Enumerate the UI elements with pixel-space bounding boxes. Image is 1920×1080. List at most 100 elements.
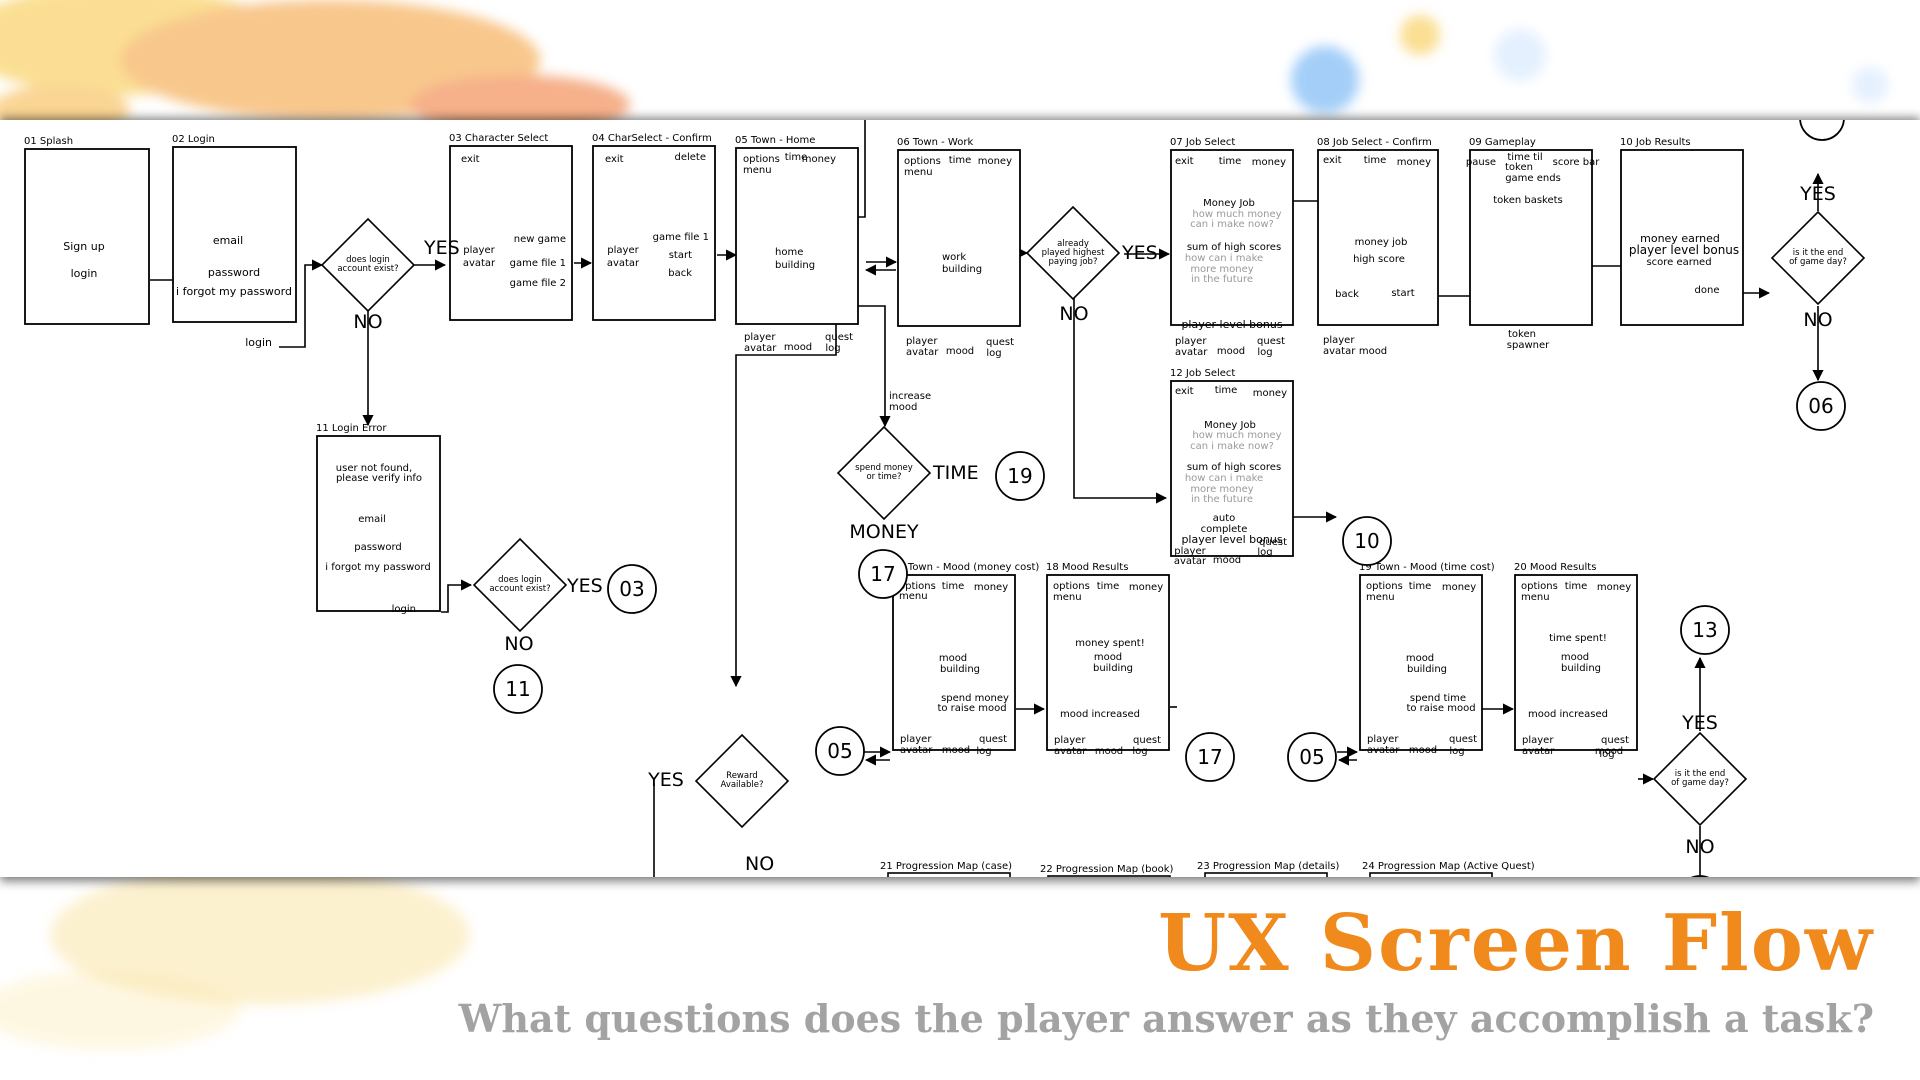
decision-question: of game day?: [1789, 257, 1847, 267]
screen-frame: [24, 148, 150, 325]
screen-title: 18 Mood Results: [1046, 562, 1128, 573]
screen-element-label: menu: [1366, 592, 1395, 603]
screen-element-label: score bar: [1553, 157, 1601, 168]
screen-element-label: in the future: [1191, 274, 1253, 285]
decision-diamond: [320, 217, 416, 313]
screen-element-label: mood: [784, 342, 812, 353]
decision-question: account exist?: [337, 264, 398, 274]
screen-title: 10 Job Results: [1620, 137, 1691, 148]
connector-19: 19: [995, 451, 1045, 501]
decision-yes-label: YES: [1681, 712, 1718, 734]
screen-element-label: log: [825, 343, 840, 354]
screen-element-label: high score: [1353, 254, 1405, 265]
connector-number: 05: [827, 739, 852, 763]
screen-element-label: mood: [939, 653, 967, 664]
progression-map-label: 24 Progression Map (Active Quest): [1362, 861, 1535, 872]
screen-element-label: mood: [1561, 652, 1589, 663]
connector-03: 03: [607, 564, 657, 614]
screen-element-label: player: [906, 336, 938, 347]
screen-frame: [897, 149, 1021, 327]
screen-frame: [1170, 380, 1294, 557]
screen-element-label: money: [1397, 157, 1431, 168]
connector-05: 05: [1287, 732, 1337, 782]
connector-circle: [858, 549, 908, 599]
screen-element-label: money: [974, 582, 1008, 593]
screen-title: 20 Mood Results: [1514, 562, 1596, 573]
screen-element-label: token: [1508, 329, 1536, 340]
screen-element-label: building: [940, 664, 980, 675]
screen-element-label: more money: [1190, 484, 1253, 495]
flow-note: increase: [889, 391, 931, 402]
screen-element-label: log: [1257, 347, 1272, 358]
screen-element-label: spend money: [941, 693, 1009, 704]
screen-element-label: how much money: [1192, 209, 1281, 220]
decision-question: Reward: [726, 771, 758, 781]
screen-frame: [449, 145, 573, 321]
screen-element-label: i forgot my password: [176, 285, 292, 298]
screen-element-label: mood: [1095, 746, 1123, 757]
screen-element-label: mood: [1217, 346, 1245, 357]
progression-map-frame: [1369, 872, 1493, 877]
screen-element-label: avatar: [1175, 347, 1208, 358]
screen-element-label: token baskets: [1493, 195, 1563, 206]
screen-element-label: exit: [1175, 156, 1194, 167]
connector-17: 17: [1185, 732, 1235, 782]
screen-title: 09 Gameplay: [1469, 137, 1536, 148]
screen-element-label: log: [986, 348, 1001, 359]
screen-element-label: mood: [946, 346, 974, 357]
connector-circle: [1796, 381, 1846, 431]
screen-title: 04 CharSelect - Confirm: [592, 133, 712, 144]
decision-question: Available?: [721, 780, 764, 790]
screen-frame: [892, 574, 1016, 751]
screen-element-label: player level bonus: [1181, 533, 1282, 546]
progression-map-frame: [1204, 872, 1328, 877]
screen-element-label: menu: [743, 165, 772, 176]
screen-element-label: user not found,: [336, 463, 412, 474]
screen-element-label: menu: [899, 591, 928, 602]
screen-element-label: quest: [979, 734, 1007, 745]
connector-circle: [1680, 605, 1730, 655]
flow-note: mood: [889, 402, 917, 413]
screen-element-label: done: [1695, 285, 1720, 296]
screen-element-label: log: [1257, 547, 1272, 558]
screen-element-label: player level bonus: [1629, 243, 1739, 257]
connector-circle: [1342, 516, 1392, 566]
decision-no-label: NO: [1803, 309, 1832, 331]
screen-element-label: i forgot my password: [325, 562, 430, 573]
screen-title: 08 Job Select - Confirm: [1317, 137, 1432, 148]
flow-arrow: [730, 310, 837, 688]
screen-s05: 05 Town - Homeoptionsmenutimemoneyhomebu…: [735, 135, 859, 354]
decision-diamond: [472, 537, 568, 633]
decision-yes-label: YES: [423, 237, 460, 259]
screen-element-label: avatar: [744, 343, 777, 354]
screen-element-label: to raise mood: [1406, 703, 1475, 714]
screen-element-label: player level bonus: [1181, 318, 1282, 331]
screen-element-label: avatar: [1367, 745, 1400, 756]
connector-number: 19: [1007, 464, 1032, 488]
screen-element-label: back: [668, 268, 692, 279]
screen-element-label: options: [899, 581, 936, 592]
screen-title: 03 Character Select: [449, 133, 548, 144]
screen-element-label: time: [1219, 156, 1242, 167]
connector-number: 17: [1197, 745, 1222, 769]
screen-element-label: menu: [1521, 592, 1550, 603]
decision-question: account exist?: [489, 584, 550, 594]
screen-element-label: how can i make: [1185, 473, 1263, 484]
flow-arrow: [441, 579, 473, 613]
decision-diamond: [1652, 731, 1748, 827]
screen-element-label: avatar: [1323, 346, 1356, 357]
screen-element-label: score earned: [1646, 257, 1711, 268]
screen-element-label: password: [208, 266, 260, 279]
progression-map-label: 23 Progression Map (details): [1197, 861, 1339, 872]
decision-question: already: [1057, 239, 1089, 249]
screen-element-label: pause: [1466, 157, 1496, 168]
